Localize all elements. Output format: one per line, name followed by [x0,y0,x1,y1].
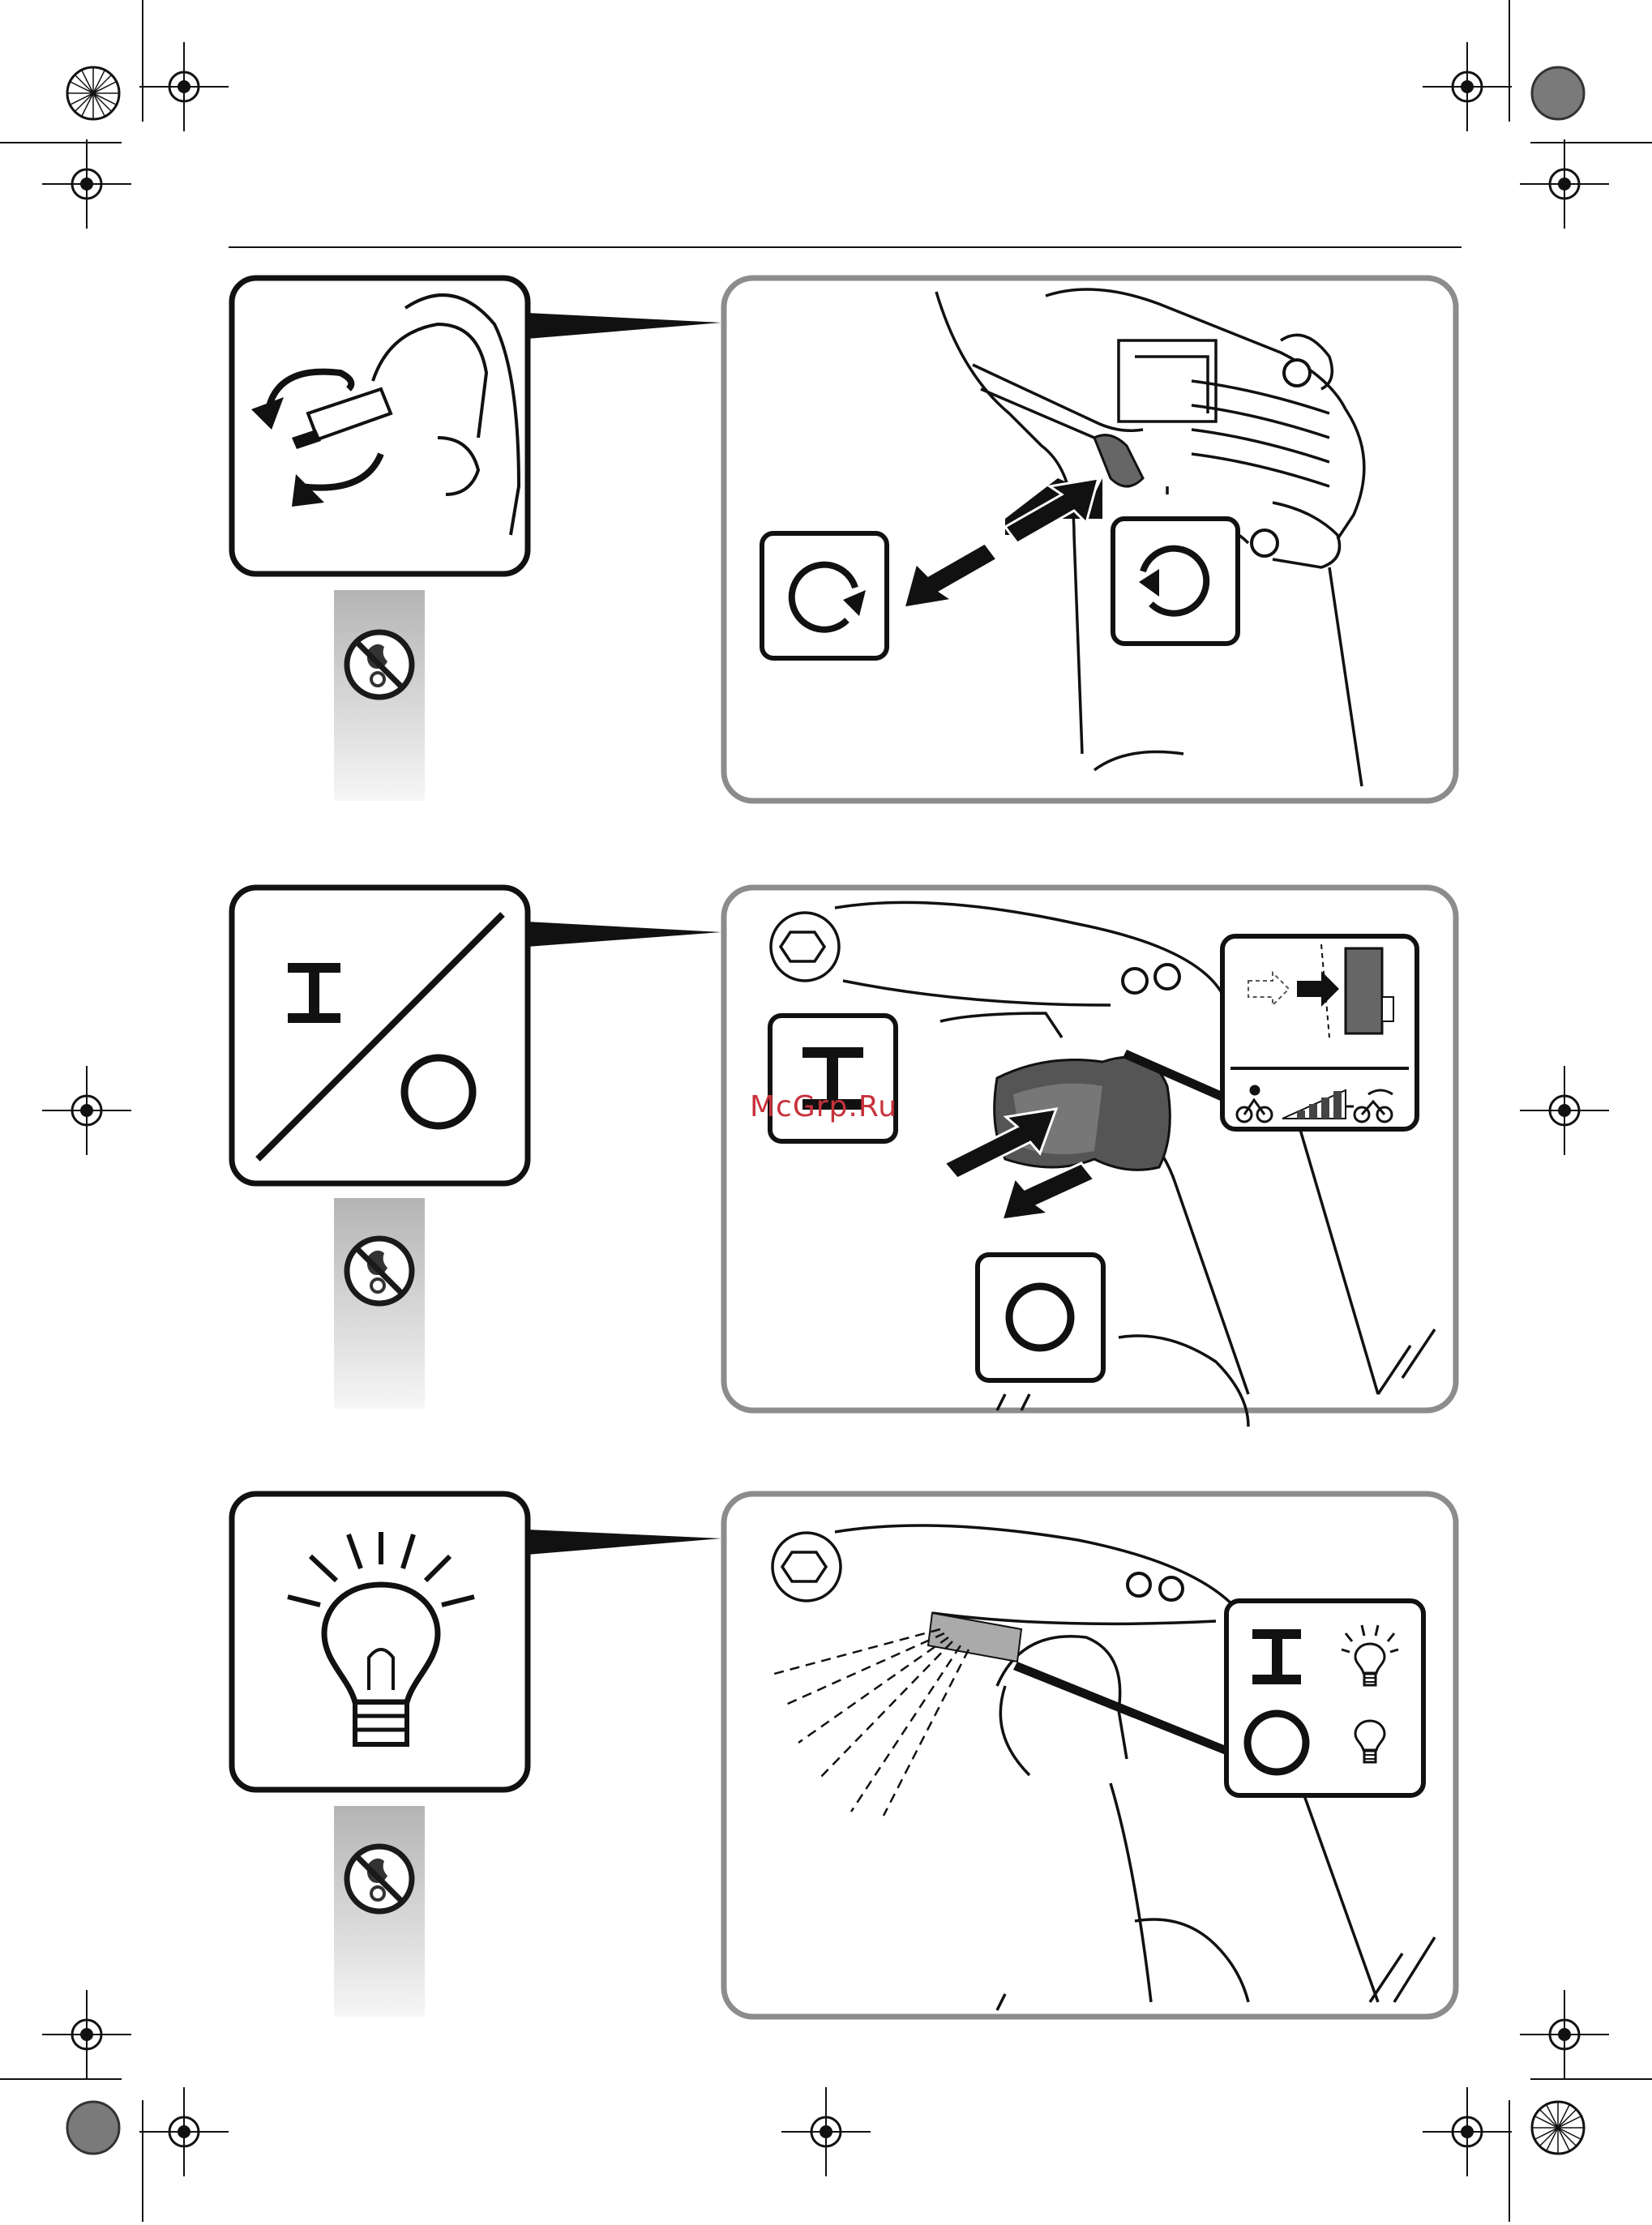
rotate-clockwise-icon [762,533,887,658]
section-on-off [232,888,1456,1427]
switch-off-icon [978,1255,1103,1380]
section-rotation [232,278,1456,801]
watermark-text: McGrp.Ru [750,1090,897,1123]
do-not-touch-while-running-icon [347,632,412,697]
section-work-light [232,1494,1456,2017]
do-not-touch-while-running-icon [347,1846,412,1911]
do-not-touch-while-running-icon [347,1239,412,1303]
rotate-direction-icon [232,278,528,574]
rotate-counterclockwise-icon [1113,519,1238,644]
trigger-speed-inset [1222,936,1417,1129]
